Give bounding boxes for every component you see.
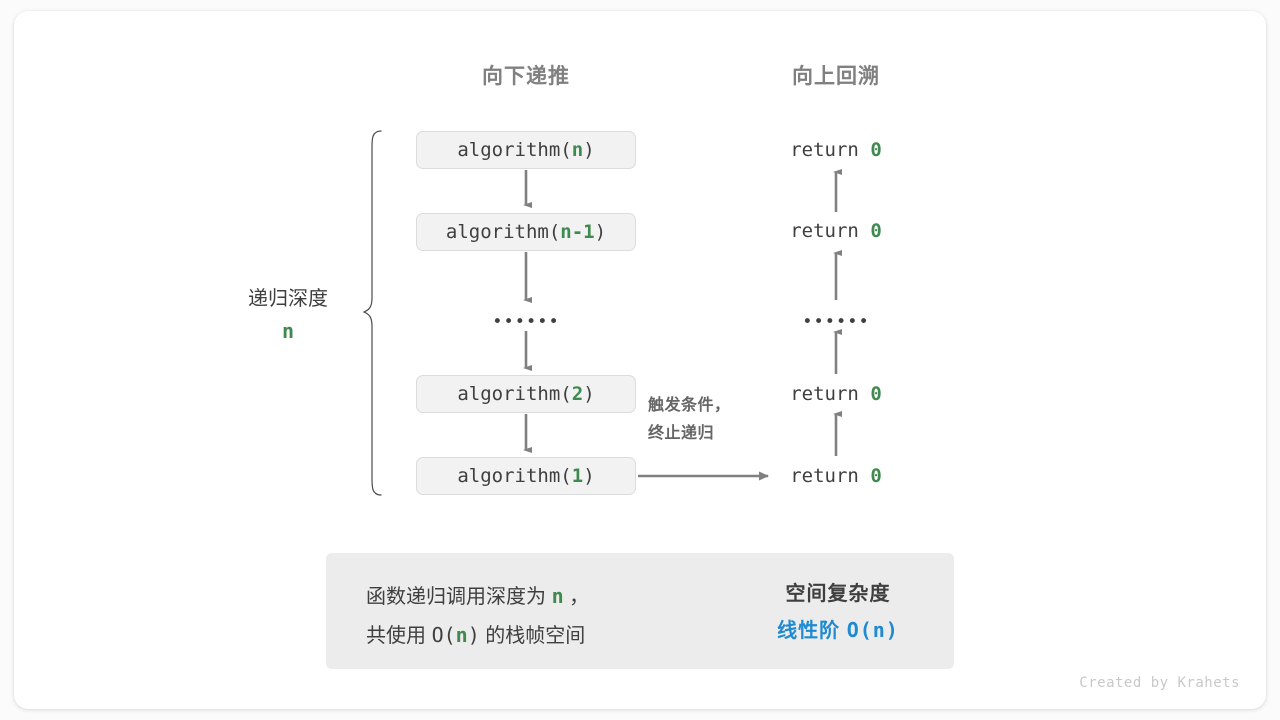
complexity-order-name: 线性阶: [777, 620, 847, 642]
return-label-1: return 0: [790, 139, 882, 161]
call-box-prefix: algorithm(: [457, 139, 572, 161]
summary-line2-text-b: 的栈帧空间: [479, 625, 586, 647]
base-case-note: 触发条件， 终止递归: [648, 392, 731, 448]
depth-brace-icon: [362, 130, 382, 496]
return-label-4: return 0: [790, 465, 882, 487]
summary-conclusion: 空间复杂度 线性阶 O(n): [738, 577, 938, 650]
return-value: 0: [870, 465, 882, 487]
return-keyword: return: [790, 465, 871, 487]
call-box-n[interactable]: algorithm(n): [416, 131, 636, 169]
call-box-arg: 2: [571, 383, 584, 405]
summary-line-1: 函数递归调用深度为 n ，: [366, 577, 589, 616]
recursion-depth-value: n: [281, 319, 295, 343]
summary-line2-text-a: 共使用: [366, 625, 432, 647]
base-case-note-line1: 触发条件，: [648, 397, 731, 414]
return-keyword: return: [790, 220, 871, 242]
summary-line-2: 共使用 O(n) 的栈帧空间: [366, 616, 589, 655]
call-box-prefix: algorithm(: [457, 465, 572, 487]
call-box-suffix: ): [583, 139, 595, 161]
credit-text: Created by Krahets: [1079, 675, 1240, 691]
summary-line1-text-a: 函数递归调用深度为: [366, 586, 552, 608]
call-box-prefix: algorithm(: [445, 221, 561, 243]
return-keyword: return: [790, 383, 871, 405]
call-box-1[interactable]: algorithm(1): [416, 457, 636, 495]
base-case-note-line2: 终止递归: [648, 425, 715, 442]
summary-panel: 函数递归调用深度为 n ， 共使用 O(n) 的栈帧空间 空间复杂度 线性阶 O…: [326, 553, 954, 669]
column-header-backtrack-up: 向上回溯: [792, 65, 880, 88]
call-box-2[interactable]: algorithm(2): [416, 375, 636, 413]
call-box-suffix: ): [583, 383, 595, 405]
summary-line2-big-o-open: O(: [431, 623, 456, 647]
ellipsis-left: ••••••: [492, 312, 560, 332]
call-box-n-minus-1[interactable]: algorithm(n-1): [416, 213, 636, 251]
summary-line2-big-o-close: ): [467, 623, 480, 647]
complexity-big-o: O(n): [846, 618, 899, 642]
call-box-arg: 1: [571, 465, 584, 487]
column-header-recurse-down: 向下递推: [482, 65, 570, 88]
summary-description: 函数递归调用深度为 n ， 共使用 O(n) 的栈帧空间: [366, 577, 589, 655]
space-complexity-title: 空间复杂度: [785, 583, 891, 605]
call-box-arg: n-1: [560, 221, 595, 243]
recursion-depth-text: 递归深度: [248, 288, 328, 310]
return-value: 0: [870, 139, 882, 161]
call-box-suffix: ): [583, 465, 595, 487]
call-box-suffix: ): [594, 221, 607, 243]
space-complexity-value: 线性阶 O(n): [738, 611, 938, 650]
ellipsis-right: ••••••: [802, 312, 870, 332]
return-label-2: return 0: [790, 220, 882, 242]
return-value: 0: [870, 220, 882, 242]
summary-line2-n: n: [455, 623, 468, 647]
call-box-arg: n: [571, 139, 584, 161]
recursion-depth-label: 递归深度 n: [248, 282, 328, 343]
return-value: 0: [870, 383, 882, 405]
summary-line1-text-b: ，: [563, 586, 590, 608]
return-keyword: return: [790, 139, 871, 161]
return-label-3: return 0: [790, 383, 882, 405]
summary-line1-n: n: [551, 584, 564, 608]
call-box-prefix: algorithm(: [457, 383, 572, 405]
